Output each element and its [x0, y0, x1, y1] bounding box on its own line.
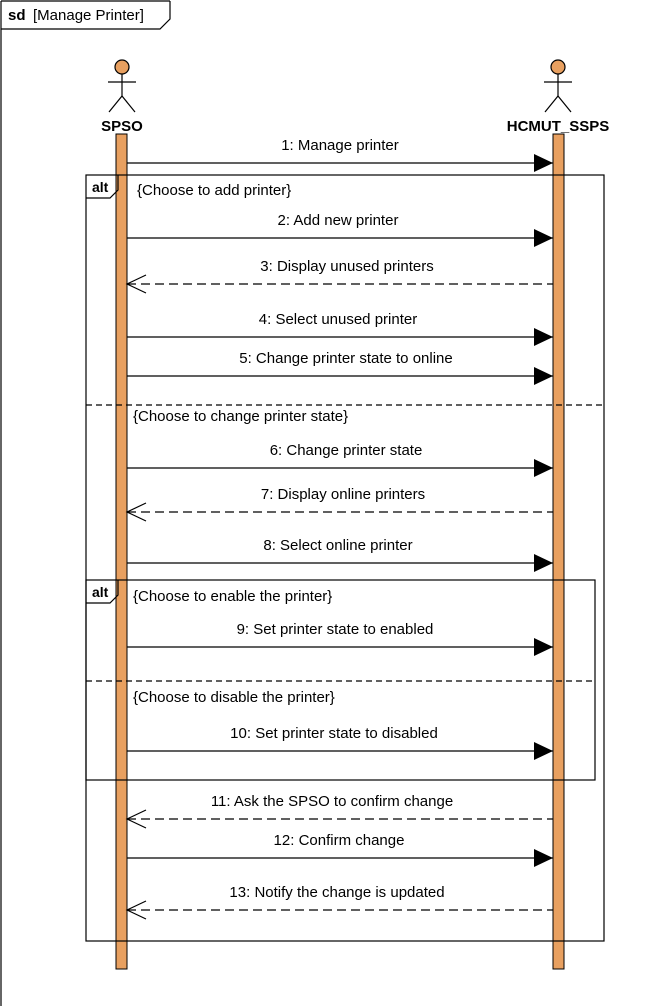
message-label: 5: Change printer state to online: [239, 350, 452, 367]
message-5: 5: Change printer state to online: [127, 350, 553, 385]
message-label: 10: Set printer state to disabled: [230, 725, 438, 742]
alt-outer-guard-2: {Choose to change printer state}: [133, 408, 348, 425]
actor-spso: SPSO: [101, 59, 143, 135]
message-label: 3: Display unused printers: [260, 258, 433, 275]
message-6: 6: Change printer state: [127, 442, 553, 477]
alt-inner-guard-2: {Choose to disable the printer}: [133, 689, 335, 706]
message-label: 11: Ask the SPSO to confirm change: [211, 793, 453, 810]
message-13: 13: Notify the change is updated: [125, 884, 553, 920]
sd-frame-name: [Manage Printer]: [33, 7, 144, 24]
message-arrowhead-filled: [534, 638, 553, 656]
message-arrowhead-filled: [534, 154, 553, 172]
message-label: 4: Select unused printer: [259, 311, 417, 328]
message-3: 3: Display unused printers: [125, 258, 553, 294]
message-arrowhead-filled: [534, 367, 553, 385]
actor-label-spso: SPSO: [101, 118, 143, 135]
message-2: 2: Add new printer: [127, 212, 553, 247]
messages-group: 1: Manage printer 2: Add new printer 3: Di…: [125, 137, 553, 920]
message-arrowhead-filled: [534, 742, 553, 760]
alt-outer-operator: alt: [92, 179, 109, 195]
message-label: 6: Change printer state: [270, 442, 423, 459]
message-label: 7: Display online printers: [261, 486, 425, 503]
message-arrowhead-open: [125, 274, 147, 294]
message-arrowhead-filled: [534, 328, 553, 346]
actor-hcmut-ssps: HCMUT_SSPS: [507, 59, 610, 135]
message-7: 7: Display online printers: [125, 486, 553, 522]
message-arrowhead-filled: [534, 229, 553, 247]
message-11: 11: Ask the SPSO to confirm change: [125, 793, 553, 829]
message-arrowhead-filled: [534, 554, 553, 572]
sd-frame-keyword: sd: [8, 7, 26, 24]
message-label: 2: Add new printer: [278, 212, 399, 229]
message-arrowhead-open: [125, 502, 147, 522]
message-arrowhead-filled: [534, 849, 553, 867]
message-label: 13: Notify the change is updated: [229, 884, 444, 901]
message-label: 9: Set printer state to enabled: [237, 621, 434, 638]
message-12: 12: Confirm change: [127, 832, 553, 867]
message-arrowhead-open: [125, 809, 147, 829]
actor-head-hcmut-ssps: [550, 59, 566, 75]
message-label: 12: Confirm change: [274, 832, 405, 849]
message-arrowhead-open: [125, 900, 147, 920]
actor-label-hcmut-ssps: HCMUT_SSPS: [507, 118, 610, 135]
lifeline-spso: [115, 133, 128, 970]
message-label: 8: Select online printer: [263, 537, 412, 554]
alt-inner-operator: alt: [92, 584, 109, 600]
message-9: 9: Set printer state to enabled: [127, 621, 553, 656]
alt-inner-guard-1: {Choose to enable the printer}: [133, 588, 332, 605]
alt-fragment-inner: alt {Choose to enable the printer} {Choo…: [85, 579, 596, 781]
message-8: 8: Select online printer: [127, 537, 553, 572]
alt-outer-guard-1: {Choose to add printer}: [137, 182, 291, 199]
message-1: 1: Manage printer: [127, 137, 553, 172]
message-arrowhead-filled: [534, 459, 553, 477]
alt-fragment-outer: alt {Choose to add printer} {Choose to c…: [85, 174, 605, 942]
actor-head-spso: [114, 59, 130, 75]
message-10: 10: Set printer state to disabled: [127, 725, 553, 760]
lifeline-hcmut-ssps: [552, 133, 565, 970]
sd-frame: sd [Manage Printer]: [0, 0, 171, 1006]
message-label: 1: Manage printer: [281, 137, 399, 154]
message-4: 4: Select unused printer: [127, 311, 553, 346]
